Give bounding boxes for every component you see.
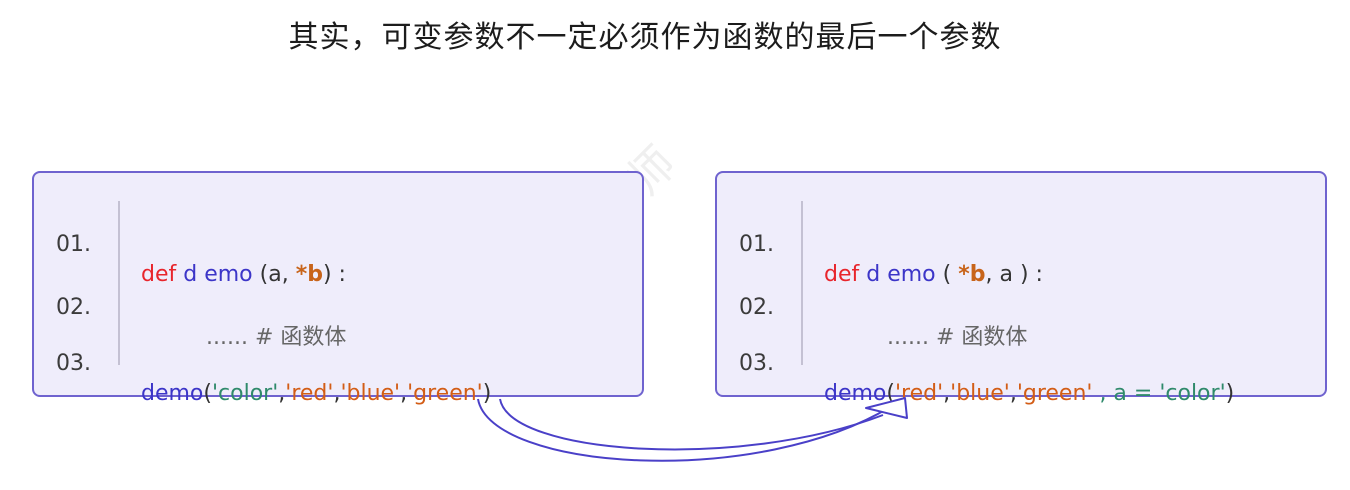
varargs-param: *b bbox=[295, 262, 323, 287]
code-line: 03. demo('color','red','blue','green') bbox=[34, 319, 634, 406]
comma: , bbox=[1009, 381, 1017, 406]
paren: ( bbox=[203, 381, 212, 406]
code-line: 01. def d emo (a, *b) : bbox=[34, 200, 634, 287]
function-call: demo bbox=[824, 381, 887, 406]
paren: ) bbox=[1225, 381, 1235, 406]
paren: ( bbox=[886, 381, 895, 406]
line-number: 03. bbox=[739, 351, 774, 376]
code-text: def d emo (a, *b) : bbox=[141, 260, 346, 290]
code-box-after: 01. def d emo ( *b, a ) : 02. ...... # 函… bbox=[715, 171, 1327, 406]
line-number: 03. bbox=[56, 351, 91, 376]
code-box-before: 01. def d emo (a, *b) : 02. ...... # 函数体… bbox=[32, 171, 644, 406]
code-line: 03. demo('red','blue','green' , a = 'col… bbox=[717, 319, 1317, 406]
code-line: 02. ...... # 函数体 bbox=[717, 263, 1317, 350]
keyword-def: def bbox=[141, 262, 177, 287]
comma: , bbox=[278, 381, 286, 406]
paren: ) bbox=[482, 381, 492, 406]
string-arg: 'color' bbox=[1159, 381, 1226, 406]
string-arg: 'blue' bbox=[950, 381, 1010, 406]
line-number: 01. bbox=[739, 232, 774, 257]
code-text: def d emo ( *b, a ) : bbox=[824, 260, 1043, 290]
params-open: (a, bbox=[252, 262, 296, 287]
line-number: 02. bbox=[739, 295, 774, 320]
params-open: ( bbox=[935, 262, 959, 287]
line-number: 01. bbox=[56, 232, 91, 257]
string-arg: 'red' bbox=[894, 381, 944, 406]
function-call: demo bbox=[141, 381, 204, 406]
varargs-param: *b bbox=[958, 262, 986, 287]
page-title: 其实，可变参数不一定必须作为函数的最后一个参数 bbox=[288, 20, 1002, 55]
string-arg: 'green' bbox=[407, 381, 483, 406]
params-close: , a ) : bbox=[985, 262, 1043, 287]
code-comment: ...... # 函数体 bbox=[206, 325, 347, 350]
function-name: d emo bbox=[866, 262, 936, 287]
line-number-separator bbox=[801, 201, 803, 365]
string-arg: 'green' bbox=[1016, 381, 1093, 406]
comma: , bbox=[400, 381, 408, 406]
code-line: 02. ...... # 函数体 bbox=[34, 263, 634, 350]
comma: , bbox=[943, 381, 951, 406]
line-number: 02. bbox=[56, 295, 91, 320]
code-text: demo('red','blue','green' , a = 'color') bbox=[824, 379, 1234, 409]
code-comment: ...... # 函数体 bbox=[887, 325, 1028, 350]
code-text: demo('color','red','blue','green') bbox=[141, 379, 491, 409]
keyword-arg: , a = bbox=[1092, 381, 1160, 406]
params-close: ) : bbox=[322, 262, 346, 287]
line-number-separator bbox=[118, 201, 120, 365]
string-arg: 'red' bbox=[285, 381, 334, 406]
keyword-def: def bbox=[824, 262, 860, 287]
string-arg: 'color' bbox=[211, 381, 279, 406]
string-arg: 'blue' bbox=[340, 381, 401, 406]
code-line: 01. def d emo ( *b, a ) : bbox=[717, 200, 1317, 287]
comma: , bbox=[333, 381, 341, 406]
function-name: d emo bbox=[183, 262, 253, 287]
